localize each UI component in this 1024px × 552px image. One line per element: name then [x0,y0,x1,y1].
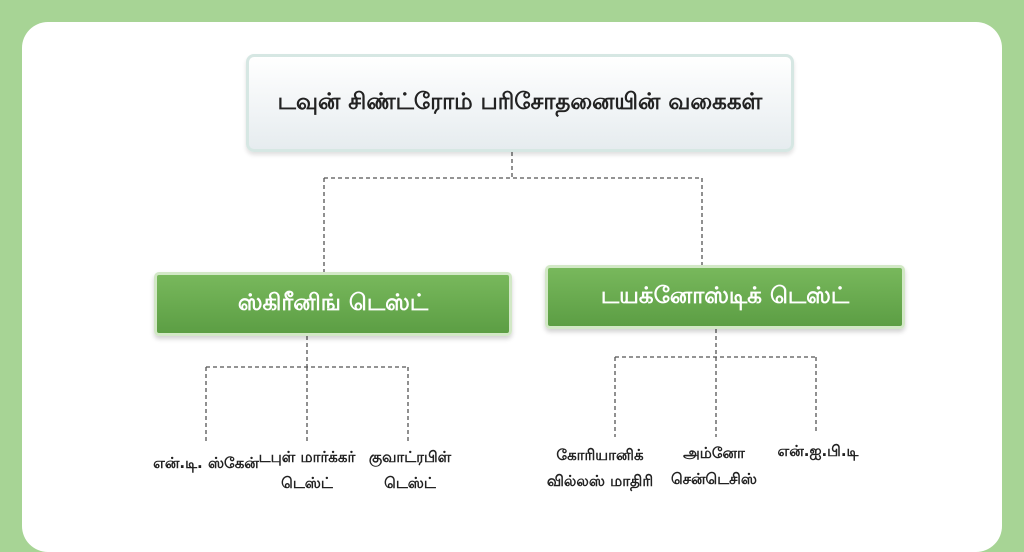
leaf-quadruple-line2: டெஸ்ட் [384,474,436,492]
leaf-nt-scan: என்.டி. ஸ்கேன் [153,450,259,476]
root-label: டவுன் சிண்ட்ரோம் பரிசோதனையின் வகைகள் [277,88,763,115]
leaf-double-marker-line1: டபுள் மார்க்கர் [258,448,356,466]
screening-test-node: ஸ்கிரீனிங் டெஸ்ட் [154,272,512,336]
leaf-quadruple: குவாட்ரபிள் டெஸ்ட் [369,444,451,496]
leaf-double-marker: டபுள் மார்க்கர் டெஸ்ட் [259,444,356,496]
diagnostic-test-node: டயக்னோஸ்டிக் டெஸ்ட் [545,265,905,329]
leaf-cvs-line1: கோரியானிக் [556,446,644,464]
leaf-amniocentesis-line1: அம்னோ [683,444,745,462]
connector-lines [205,152,817,442]
leaf-nipt: என்.ஐ.பி.டி [777,438,858,464]
leaf-amniocentesis: அம்னோ சென்டெசிஸ் [671,440,757,492]
screening-test-label: ஸ்கிரீனிங் டெஸ்ட் [237,289,429,316]
leaf-cvs: கோரியானிக் வில்லஸ் மாதிரி [547,442,653,494]
leaf-nt-scan-label: என்.டி. ஸ்கேன் [153,454,259,472]
leaf-amniocentesis-line2: சென்டெசிஸ் [670,470,758,488]
leaf-double-marker-line2: டெஸ்ட் [281,474,333,492]
leaf-nipt-label: என்.ஐ.பி.டி [777,442,859,460]
diagnostic-test-label: டயக்னோஸ்டிக் டெஸ்ட் [600,282,850,309]
leaf-cvs-line2: வில்லஸ் மாதிரி [546,472,654,490]
root-node: டவுன் சிண்ட்ரோம் பரிசோதனையின் வகைகள் [246,54,794,152]
leaf-quadruple-line1: குவாட்ரபிள் [368,448,452,466]
